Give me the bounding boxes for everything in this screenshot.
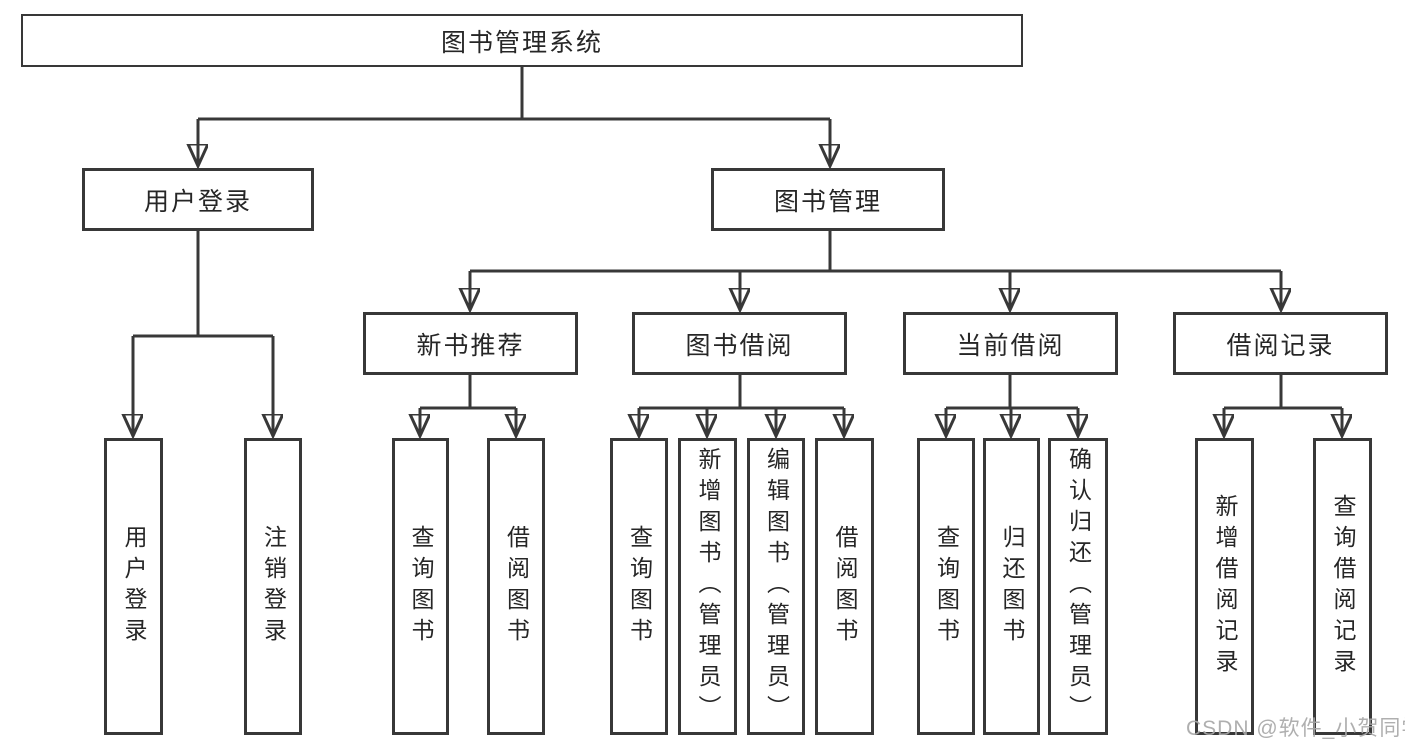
leaf-cb-search-books: 查询图书 — [917, 438, 975, 735]
node-book-borrow: 图书借阅 — [632, 312, 847, 375]
csdn-watermark: CSDN @软件_小贺同学 — [1186, 717, 1405, 740]
leaf-logout: 注销登录 — [244, 438, 302, 735]
leaf-br-add-record: 新增借阅记录 — [1195, 438, 1254, 735]
node-root: 图书管理系统 — [21, 14, 1023, 67]
leaf-user-login: 用户登录 — [104, 438, 163, 735]
node-book-mgmt: 图书管理 — [711, 168, 945, 231]
leaf-bb-add-books-admin: 新增图书（管理员） — [678, 438, 737, 735]
leaf-bb-borrow-books: 借阅图书 — [815, 438, 874, 735]
leaf-nbr-borrow-books: 借阅图书 — [487, 438, 545, 735]
node-current-borrow: 当前借阅 — [903, 312, 1118, 375]
node-borrow-records: 借阅记录 — [1173, 312, 1388, 375]
leaf-cb-confirm-return-admin: 确认归还（管理员） — [1048, 438, 1108, 735]
node-user-login: 用户登录 — [82, 168, 314, 231]
leaf-br-search-record: 查询借阅记录 — [1313, 438, 1372, 735]
node-new-book-rec: 新书推荐 — [363, 312, 578, 375]
leaf-nbr-search-books: 查询图书 — [392, 438, 449, 735]
leaf-cb-return-books: 归还图书 — [983, 438, 1040, 735]
leaf-bb-search-books: 查询图书 — [610, 438, 668, 735]
leaf-bb-edit-books-admin: 编辑图书（管理员） — [747, 438, 805, 735]
